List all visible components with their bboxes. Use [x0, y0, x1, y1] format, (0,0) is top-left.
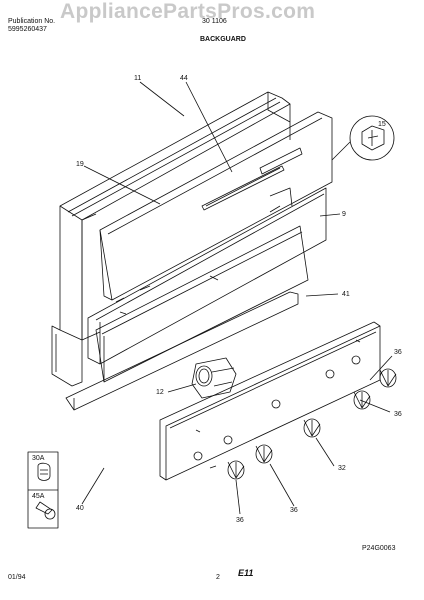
section-title: BACKGUARD — [200, 36, 246, 43]
callout-36-top: 36 — [394, 349, 402, 356]
footer-page: 2 — [216, 574, 220, 581]
callout-12: 12 — [156, 389, 164, 396]
control-bracket — [65, 291, 381, 481]
callout-36-bottom-left: 36 — [236, 517, 244, 524]
leader-lines — [81, 81, 393, 515]
callout-36-bottom-right: 36 — [290, 507, 298, 514]
callout-44: 44 — [180, 75, 188, 82]
footer-code: E11 — [238, 568, 254, 578]
callout-36-right: 36 — [394, 411, 402, 418]
knob-3 — [303, 418, 321, 438]
callout-30a: 30A — [32, 455, 45, 462]
callout-9: 9 — [342, 211, 346, 218]
knobs — [227, 368, 397, 480]
knob-5 — [379, 368, 397, 388]
backguard-frame — [51, 91, 291, 387]
callout-15: 15 — [378, 121, 386, 128]
callout-41: 41 — [342, 291, 350, 298]
publication-label: Publication No. — [8, 18, 56, 25]
trim-strip — [201, 165, 285, 211]
inset-boxes — [27, 451, 59, 529]
footer-date: 01/94 — [8, 574, 26, 581]
side-frame — [267, 92, 293, 207]
switch-assembly — [191, 357, 237, 399]
control-panel — [87, 187, 327, 365]
watermark-text: AppliancePartsPros.com — [60, 0, 316, 23]
callout-40: 40 — [76, 505, 84, 512]
callout-32: 32 — [338, 465, 346, 472]
callout-19: 19 — [76, 161, 84, 168]
bracket-holes — [193, 355, 361, 461]
model-number: 30 1106 — [202, 18, 227, 25]
callout-11: 11 — [134, 75, 141, 82]
knob-1 — [227, 460, 245, 480]
detail-circle-15 — [331, 115, 395, 161]
heat-shield — [95, 225, 309, 383]
callout-45a: 45A — [32, 493, 45, 500]
glass-panel — [99, 111, 333, 301]
diagram-code: P24G0063 — [362, 545, 396, 552]
publication-number: 5995260437 — [8, 26, 47, 33]
knob-4 — [353, 390, 371, 410]
knob-2 — [255, 444, 273, 464]
